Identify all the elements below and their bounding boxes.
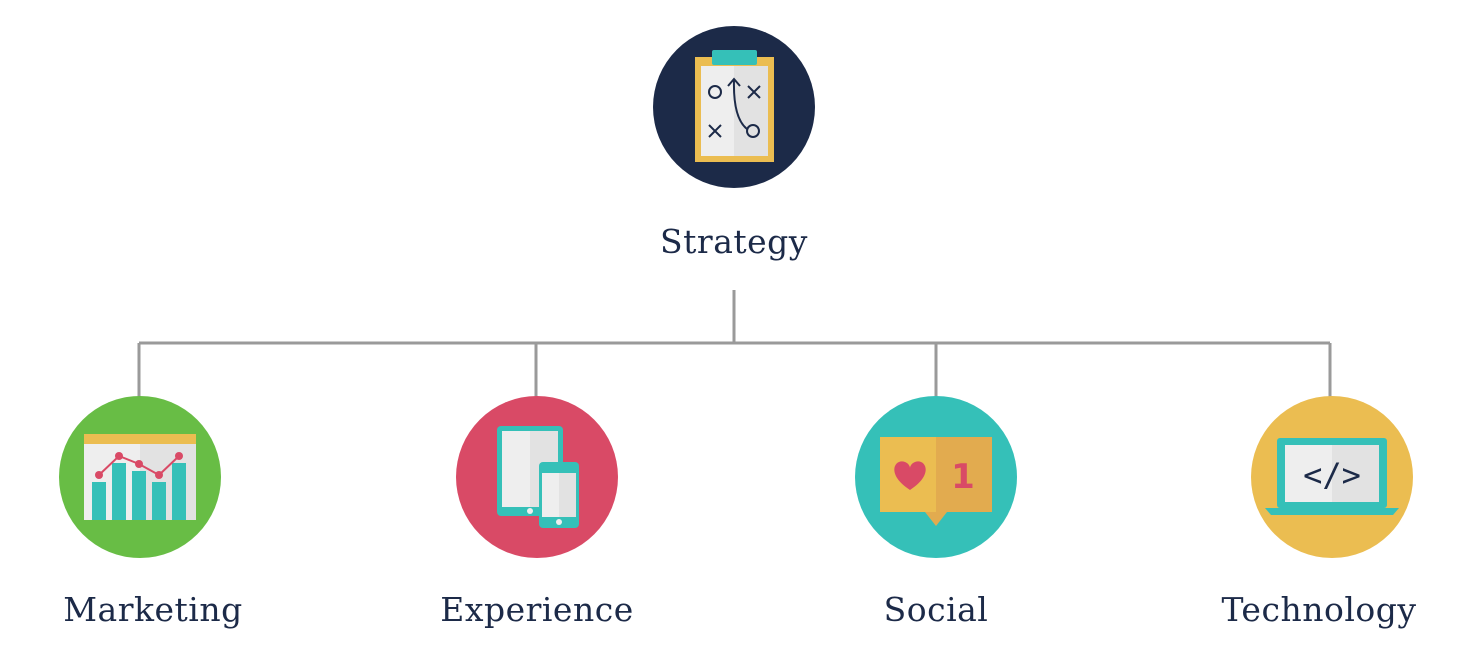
clipboard-playbook-icon: [653, 26, 815, 188]
node-marketing: Marketing: [20, 396, 260, 630]
node-label-experience: Experience: [440, 590, 634, 629]
code-glyph: </>: [1303, 456, 1361, 494]
like-count: 1: [951, 457, 975, 497]
node-technology: </> Technology: [1212, 396, 1452, 630]
bar-chart-icon: [59, 396, 221, 558]
node-social: 1 Social: [816, 396, 1056, 630]
tablet-phone-icon: [456, 396, 618, 558]
node-label-technology: Technology: [1221, 590, 1417, 629]
node-label-marketing: Marketing: [63, 590, 243, 629]
node-label-strategy: Strategy: [660, 222, 808, 261]
node-experience: Experience: [417, 396, 657, 630]
node-label-social: Social: [883, 590, 989, 629]
heart-icon: [894, 461, 926, 490]
like-notification-icon: 1: [855, 396, 1017, 558]
laptop-code-icon: </>: [1251, 396, 1413, 558]
node-strategy: Strategy: [614, 26, 854, 262]
